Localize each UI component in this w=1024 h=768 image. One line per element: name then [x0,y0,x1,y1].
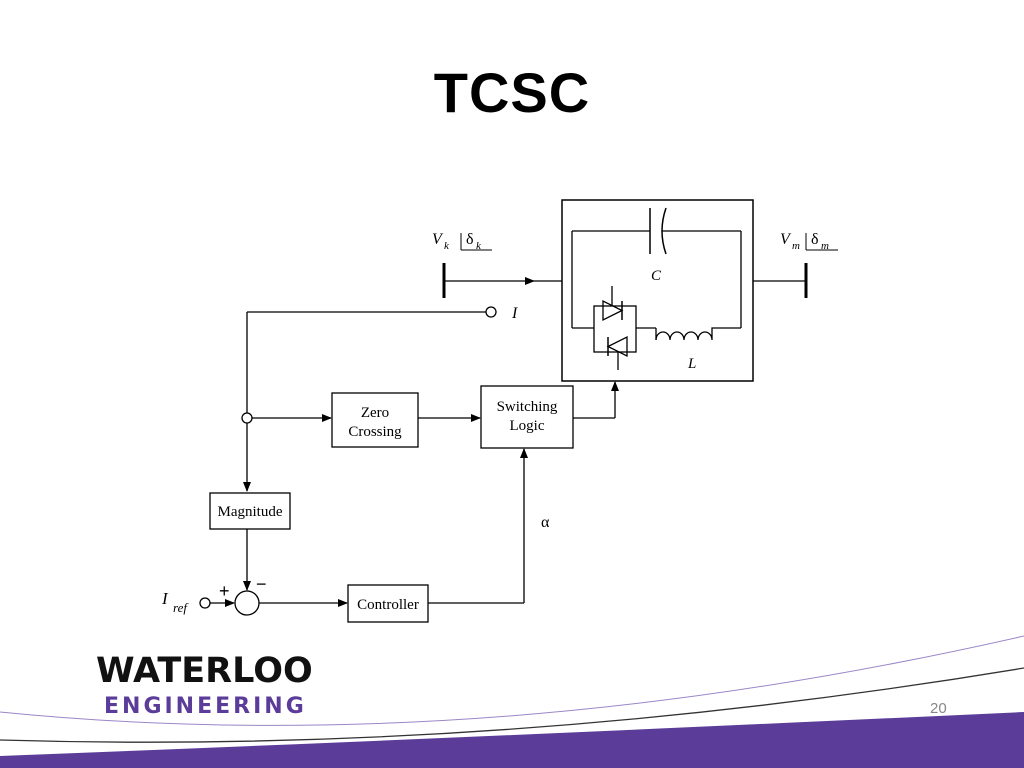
inductor [655,327,741,341]
alpha-label: α [541,514,550,531]
waterloo-logo-line1: WATERLOO [96,651,313,691]
controller-block: Controller [347,584,429,623]
capacitor-label: C [651,268,662,284]
vm-label: V m δ m [780,231,838,252]
iref-input: I ref [161,589,235,615]
bus-vm [753,263,808,298]
svg-text:Logic: Logic [510,418,545,434]
inductor-label: L [687,356,696,372]
svg-text:k: k [444,240,450,252]
svg-text:m: m [792,240,800,252]
svg-text:δ: δ [811,231,819,248]
engineering-logo-line2: ENGINEERING [104,694,307,719]
svg-text:Switching: Switching [497,399,558,415]
svg-text:Controller: Controller [357,597,419,613]
footer-swoosh [0,635,1024,768]
page-number: 20 [930,700,947,717]
zero-crossing-block: Zero Crossing [331,392,419,448]
svg-text:V: V [780,231,792,248]
switching-logic-block: Switching Logic [480,385,574,449]
magnitude-block: Magnitude [209,492,291,530]
svg-text:m: m [821,240,829,252]
svg-text:Crossing: Crossing [348,424,402,440]
slide-title: TCSC [433,61,591,124]
svg-text:Magnitude: Magnitude [218,504,283,520]
svg-text:I: I [161,589,169,608]
vk-label: V k δ k [432,231,492,252]
controller-to-switching-arrow [428,448,528,604]
bus-vk [442,263,562,298]
svg-text:V: V [432,231,444,248]
switching-to-thyristor-arrow [573,381,619,419]
svg-text:k: k [476,240,482,252]
svg-text:+: + [219,581,230,601]
current-label: I [511,305,518,322]
svg-text:Zero: Zero [361,405,389,421]
thyristor-pair [572,286,656,370]
summing-junction: + − [219,574,267,616]
svg-text:ref: ref [173,600,189,615]
tcsc-module-box [561,199,754,382]
current-sense-line [241,306,497,492]
capacitor [571,207,742,328]
svg-text:−: − [256,574,267,594]
svg-text:δ: δ [466,231,474,248]
